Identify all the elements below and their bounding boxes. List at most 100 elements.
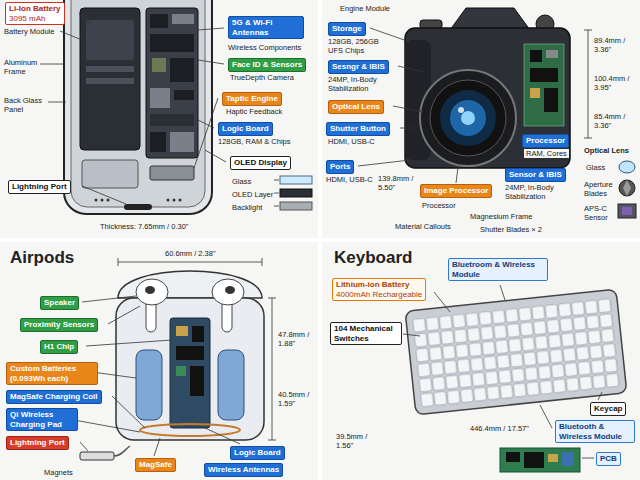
part-label: Glass (232, 177, 251, 186)
callout-box: Image Processor (420, 184, 492, 198)
callout-box: Ports (326, 160, 354, 174)
keyboard-illustration (405, 289, 627, 472)
callout-box: Li-Ion Battery3095 mAh (5, 2, 65, 25)
callout-text: Qi Wireless Charging Pad (10, 410, 74, 429)
callout-text: Shutter Button (330, 124, 386, 134)
part-label: RAM, Cores (524, 149, 569, 158)
part-label: Engine Module (340, 4, 390, 13)
dimension-label: 60.6mm / 2.38" (165, 249, 216, 258)
callout-box: Storage (328, 22, 366, 36)
callout-box: Sesngr & IBIS (328, 60, 389, 74)
part-label: APS-C Sensor (584, 204, 616, 222)
part-label: Back Glass Panel (4, 96, 48, 114)
callout-text: Processor (526, 136, 565, 146)
part-label: OLED Layer (232, 190, 273, 199)
dimension-label: 100.4mm / 3.95" (594, 74, 636, 92)
callout-box: OLED Display (230, 156, 291, 170)
dimension-label: 85.4mm / 3.36" (594, 112, 636, 130)
callout-box: PCB (596, 452, 621, 466)
part-label: Shutter Blades × 2 (480, 225, 542, 234)
callout-text: Keycap (594, 404, 622, 414)
callout-text: Ports (330, 162, 350, 172)
part-label: HDMI, USB-C (328, 137, 375, 146)
part-label: Backlight (232, 203, 262, 212)
part-label: TrueDepth Camera (230, 73, 294, 82)
part-label: Aluminum Frame (4, 58, 44, 76)
phone-illustration (64, 0, 212, 214)
callout-box: H1 Chip (40, 340, 78, 354)
part-label: Optical Lens (584, 146, 629, 155)
camera-illustration (405, 8, 570, 168)
callout-text: Face ID & Sensors (232, 60, 302, 70)
dimension-label: Thickness: 7.65mm / 0.30" (100, 222, 189, 231)
callout-text: MagSafe Charging Coil (10, 392, 98, 402)
callout-box: Bluetroom & Wireless Module (448, 258, 548, 281)
part-label: 128GB, RAM & Chips (218, 137, 291, 146)
callout-box: Logic Board (230, 446, 285, 460)
part-label: 24MP, In-Body Stabilization (328, 75, 390, 93)
callout-box: Optical Lens (328, 100, 384, 114)
dimension-label: 89.4mm / 3.36" (594, 36, 636, 54)
callout-text: Lithium-ion Battery (336, 280, 422, 290)
callout-text: Optical Lens (332, 102, 380, 112)
callout-text: Lightning Port (12, 182, 67, 192)
part-label: 128GB, 256GB UFS Chips (328, 37, 392, 55)
callout-box: Sensor & IBIS (505, 168, 566, 182)
callout-text: Sesngr & IBIS (332, 62, 385, 72)
callout-box: Wireless Antennas (204, 463, 283, 477)
callout-text: Li-Ion Battery (9, 4, 61, 14)
part-label: Haptic Feedback (226, 107, 282, 116)
panel-title: Keyboard (334, 248, 412, 268)
callout-box: Logic Board (218, 122, 273, 136)
callout-box: Bluetooth & Wireless Module (555, 420, 635, 443)
callout-text: Custom Batteries (0.093Wh each) (10, 364, 94, 383)
callout-text: OLED Display (234, 158, 287, 168)
callout-text: Lightning Port (10, 438, 65, 448)
dimension-label: 446.4mm / 17.57" (470, 424, 529, 433)
airpods-illustration (80, 271, 264, 460)
part-label: Wireless Components (228, 43, 301, 52)
part-label: Magnesium Frame (470, 212, 533, 221)
callout-text: Speaker (44, 298, 75, 308)
callout-text: Taptic Engine (226, 94, 278, 104)
callout-text: H1 Chip (44, 342, 74, 352)
callout-box: Lithium-ion Battery4000mAh Rechargeable (332, 278, 426, 301)
callout-box: Keycap (590, 402, 626, 416)
callout-box: MagSafe (135, 458, 176, 472)
callout-text: MagSafe (139, 460, 172, 470)
callout-box: Shutter Button (326, 122, 390, 136)
callout-box: Lightning Port (8, 180, 71, 194)
callout-text: 5G & Wi-Fi Antennas (232, 18, 300, 37)
callout-box: Face ID & Sensors (228, 58, 306, 72)
dimension-label: 39.5mm / 1.56" (336, 432, 376, 450)
callout-box: Lightning Port (6, 436, 69, 450)
dimension-label: 47.8mm / 1.88" (278, 330, 316, 348)
callout-box: Custom Batteries (0.093Wh each) (6, 362, 98, 385)
callout-box: 104 Mechanical Switches (330, 322, 402, 345)
callout-text: Bluetroom & Wireless Module (452, 260, 544, 279)
callout-box: Proximity Sensors (20, 318, 98, 332)
callout-text: Proximity Sensors (24, 320, 94, 330)
callout-text: Wireless Antennas (208, 465, 279, 475)
part-label: Material Callouts (395, 222, 451, 231)
part-label: HDMI, USB-C (326, 175, 373, 184)
callout-text: Storage (332, 24, 362, 34)
part-label: Battery Module (4, 27, 54, 36)
callout-box: 5G & Wi-Fi Antennas (228, 16, 304, 39)
callout-text: PCB (600, 454, 617, 464)
callout-text: Bluetooth & Wireless Module (559, 422, 631, 441)
part-label: Processor (422, 201, 456, 210)
callout-box: Taptic Engine (222, 92, 282, 106)
dimension-label: 40.5mm / 1.59" (278, 390, 316, 408)
panel-title: Airpods (10, 248, 74, 268)
part-label: Magnets (44, 468, 73, 477)
part-label: Aperture Blades (584, 180, 616, 198)
callout-box: MagSafe Charging Coil (6, 390, 102, 404)
callout-text: Logic Board (222, 124, 269, 134)
callout-subtext: 4000mAh Rechargeable (336, 290, 422, 300)
callout-box: Qi Wireless Charging Pad (6, 408, 78, 431)
callout-box: Speaker (40, 296, 79, 310)
part-label: Glass (586, 163, 605, 172)
